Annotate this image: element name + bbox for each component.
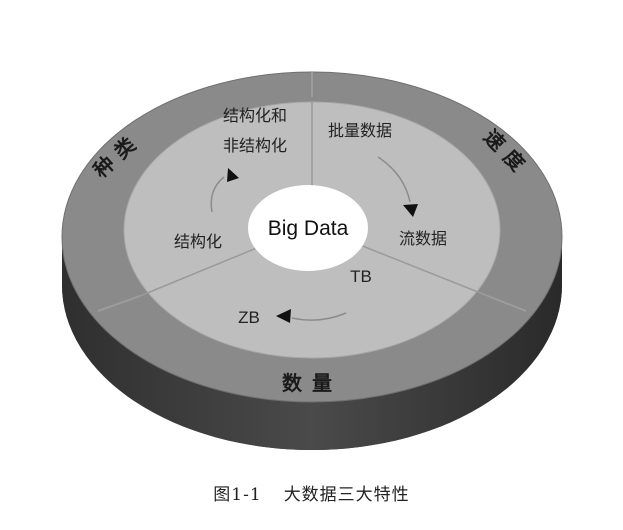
velocity-end-label: 流数据 xyxy=(399,229,447,248)
inner-dividers xyxy=(139,102,489,297)
volume-arrow xyxy=(276,309,347,323)
figure-title: 大数据三大特性 xyxy=(283,485,410,505)
variety-arrow xyxy=(210,168,239,213)
center-ellipse xyxy=(248,185,368,271)
variety-line2-label: 非结构化 xyxy=(223,136,287,155)
velocity-arrow xyxy=(377,156,418,217)
center-label: Big Data xyxy=(268,217,349,240)
volume-end-label: ZB xyxy=(238,308,260,327)
figure-caption: 图1-1 大数据三大特性 xyxy=(0,480,623,505)
outer-dividers xyxy=(97,72,527,312)
volume-start-label: TB xyxy=(350,267,372,286)
figure-number: 图1-1 xyxy=(213,485,262,505)
velocity-start-label: 批量数据 xyxy=(328,121,392,140)
outer-label-volume: 数量 xyxy=(282,371,342,395)
variety-line1-label: 结构化和 xyxy=(223,106,287,125)
variety-start-label: 结构化 xyxy=(174,232,222,251)
